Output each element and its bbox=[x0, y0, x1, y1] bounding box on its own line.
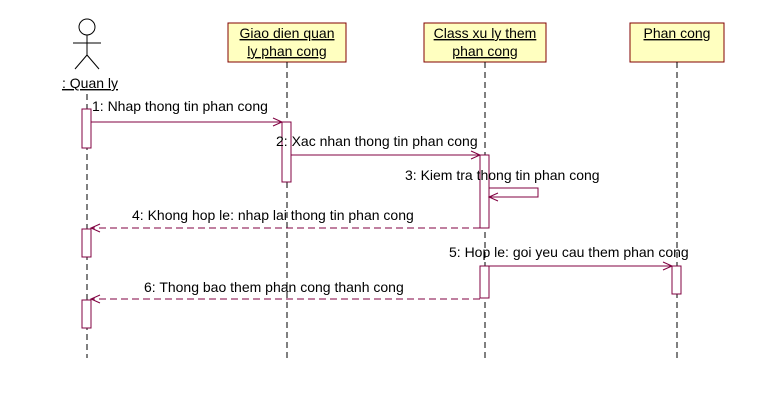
object-entity-box bbox=[629, 22, 725, 63]
object-ctrl-box bbox=[423, 22, 547, 63]
activation-actor-3 bbox=[81, 299, 92, 329]
object-entity-label: Phan cong bbox=[644, 25, 711, 41]
activation-gui bbox=[281, 121, 292, 183]
activation-ctrl-2 bbox=[479, 265, 490, 299]
message-3-label: 3: Kiem tra thong tin phan cong bbox=[405, 167, 600, 183]
message-2: 2: Xac nhan thong tin phan cong bbox=[276, 133, 482, 160]
object-ctrl-label-line1: Class xu ly them bbox=[434, 25, 537, 41]
object-gui-box bbox=[227, 22, 347, 63]
message-4-arrowhead bbox=[89, 223, 101, 233]
message-2-arrowhead bbox=[470, 150, 482, 160]
message-6-label: 6: Thong bao them phan cong thanh cong bbox=[144, 279, 404, 295]
message-5: 5: Hop le: goi yeu cau them phan cong bbox=[449, 244, 689, 271]
activation-ctrl-1 bbox=[479, 154, 490, 229]
object-entity: Phan cong bbox=[629, 22, 725, 63]
message-6: 6: Thong bao them phan cong thanh cong bbox=[89, 279, 480, 304]
object-gui-label-line2: ly phan cong bbox=[247, 43, 326, 59]
object-ctrl: Class xu ly them phan cong bbox=[423, 22, 547, 63]
message-1-label: 1: Nhap thong tin phan cong bbox=[92, 98, 268, 114]
message-1-arrowhead bbox=[272, 117, 284, 127]
activation-entity bbox=[671, 265, 682, 295]
message-3-line bbox=[489, 187, 539, 198]
actor-left-leg bbox=[74, 54, 88, 70]
message-1: 1: Nhap thong tin phan cong bbox=[91, 98, 284, 127]
actor-right-leg bbox=[86, 54, 100, 70]
actor-label: : Quan ly bbox=[62, 75, 118, 91]
message-3: 3: Kiem tra thong tin phan cong bbox=[405, 167, 600, 202]
actor-head bbox=[78, 18, 96, 36]
message-4-label: 4: Khong hop le: nhap lai thong tin phan… bbox=[132, 207, 414, 223]
actor-quan-ly: : Quan ly bbox=[62, 18, 118, 91]
message-5-arrowhead bbox=[662, 261, 674, 271]
object-gui-label-line1: Giao dien quan bbox=[240, 25, 335, 41]
message-6-arrowhead bbox=[89, 294, 101, 304]
message-4: 4: Khong hop le: nhap lai thong tin phan… bbox=[89, 207, 480, 233]
message-2-label: 2: Xac nhan thong tin phan cong bbox=[276, 133, 478, 149]
message-5-label: 5: Hop le: goi yeu cau them phan cong bbox=[449, 244, 689, 260]
object-ctrl-label-line2: phan cong bbox=[452, 43, 517, 59]
object-gui: Giao dien quan ly phan cong bbox=[227, 22, 347, 63]
activation-actor-2 bbox=[81, 228, 92, 258]
activation-actor-1 bbox=[81, 108, 92, 149]
message-3-arrowhead bbox=[487, 192, 499, 202]
